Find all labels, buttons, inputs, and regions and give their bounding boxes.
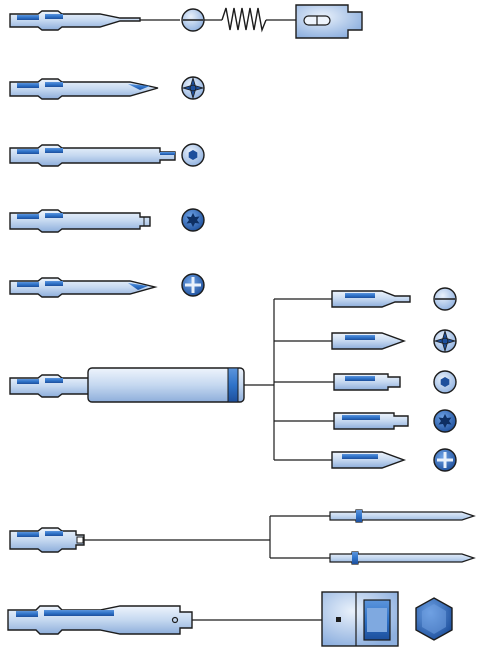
magnetic-holder-icon	[295, 4, 363, 39]
insert-bit-pozidriv	[274, 329, 457, 353]
torx-head-icon	[433, 409, 457, 433]
square-drive-adapter-row	[7, 591, 453, 647]
phillips-head-icon	[181, 273, 205, 297]
socket-adapter-row	[9, 509, 476, 565]
phillips-bit-row	[9, 273, 205, 298]
phillips-head-icon	[433, 448, 457, 472]
insert-bit-hex	[274, 370, 457, 394]
needle-bit-upper	[270, 509, 476, 523]
socket-icon	[321, 591, 399, 647]
hex-bit-row	[9, 143, 205, 167]
hex-socket-head-icon	[181, 143, 205, 167]
torx-bit-row	[9, 208, 205, 233]
slot-head-icon	[433, 287, 457, 311]
hex-shank	[9, 10, 141, 31]
slotted-bit-row	[9, 4, 363, 39]
insert-bit-slot	[274, 287, 457, 311]
insert-bit-phillips	[274, 448, 457, 472]
pozidriv-head-icon	[433, 329, 457, 353]
slot-head-icon	[181, 8, 205, 32]
needle-bit-lower	[270, 551, 476, 565]
pozidriv-bit-row	[9, 76, 205, 100]
bit-holder-row	[9, 287, 457, 472]
pozidriv-head-icon	[181, 76, 205, 100]
torx-head-icon	[181, 208, 205, 232]
hex-nut-icon	[415, 597, 453, 641]
hex-socket-head-icon	[433, 370, 457, 394]
insert-bit-torx	[274, 409, 457, 433]
bit-holder-sleeve	[87, 367, 245, 403]
spring-icon	[221, 7, 267, 33]
